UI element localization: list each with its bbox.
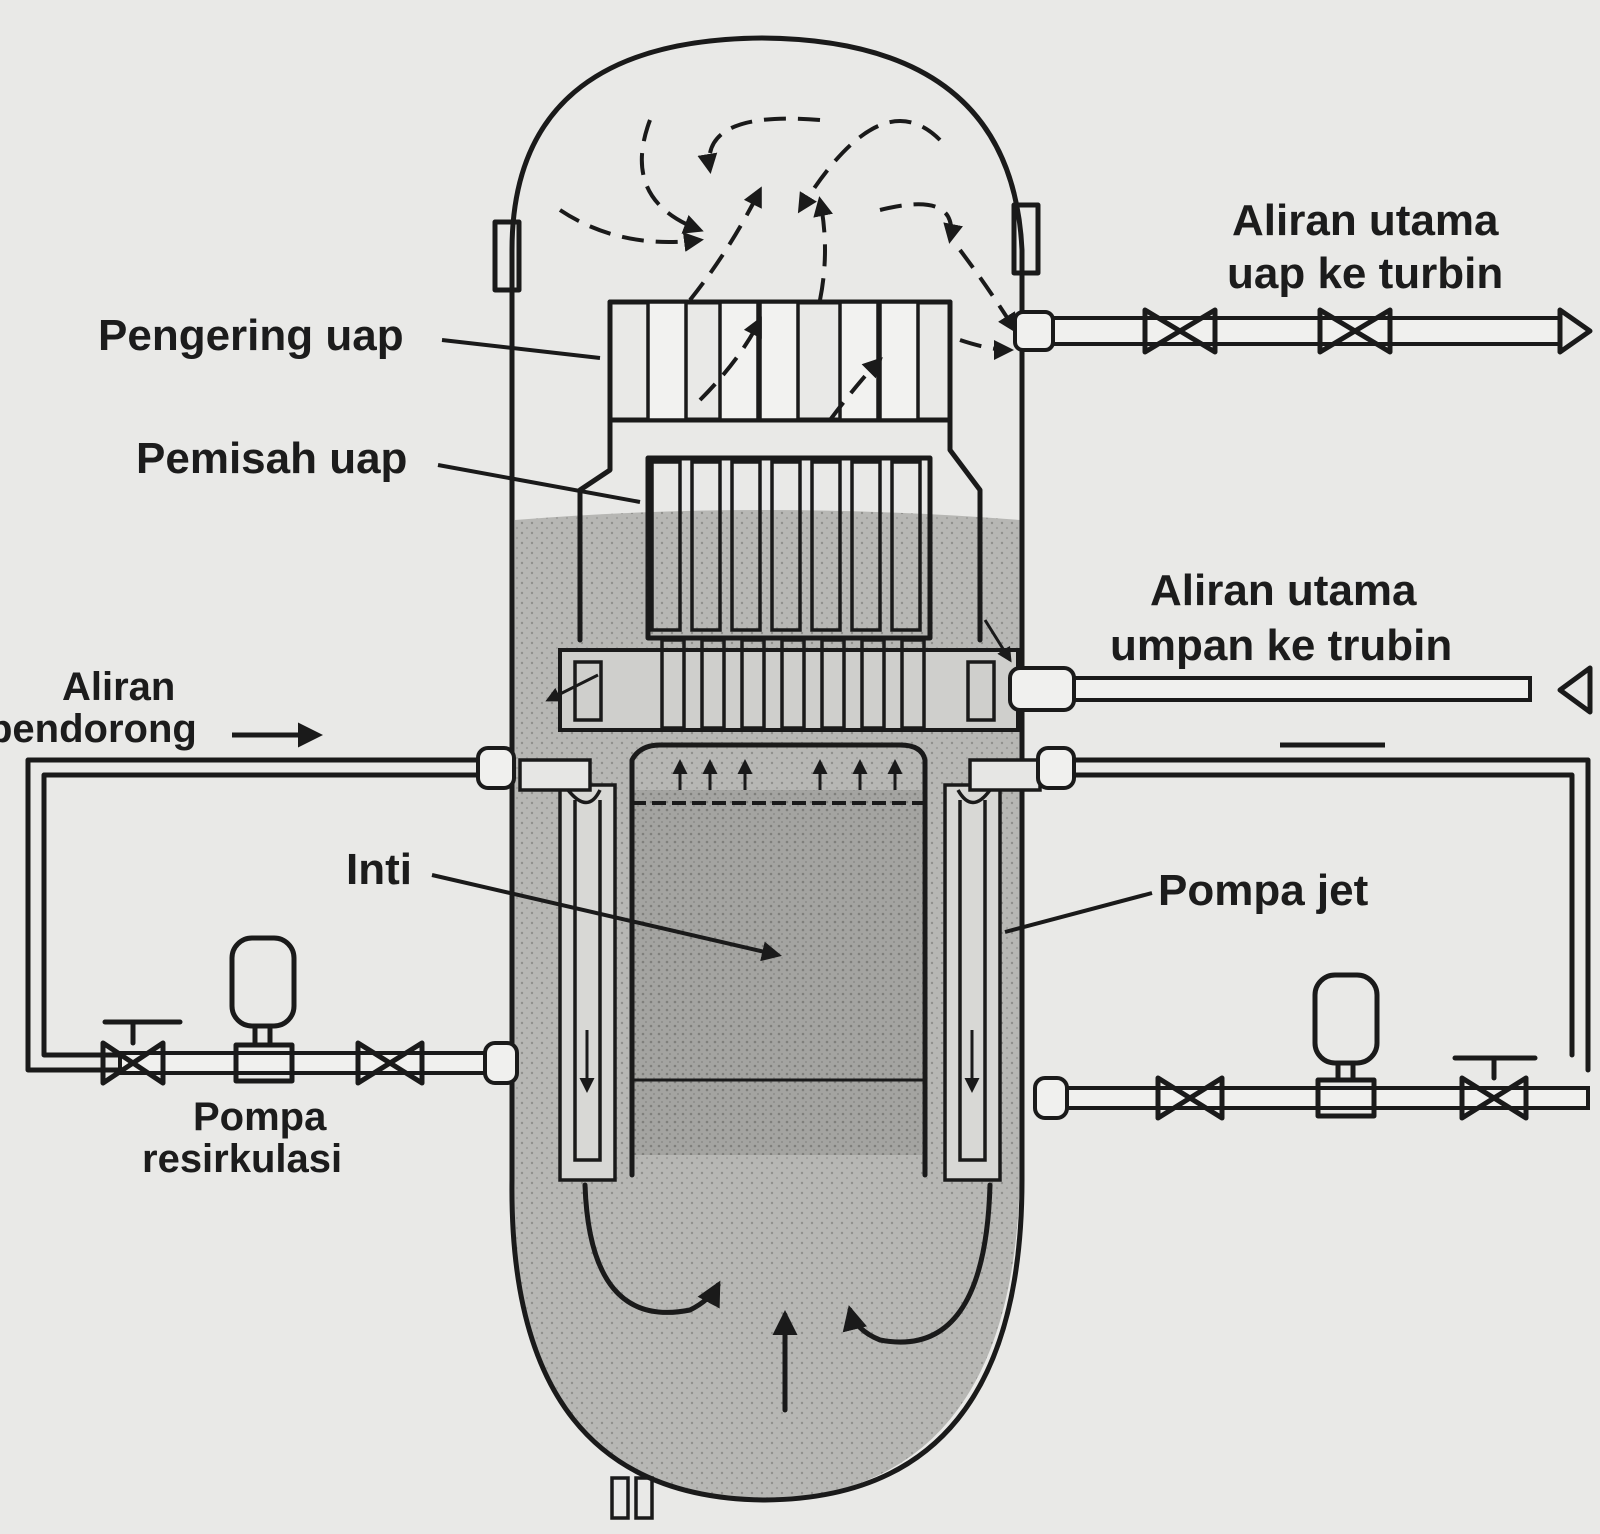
recirc-pump-left (229, 935, 297, 1084)
vessel-lug-right (1011, 202, 1041, 276)
bottom-nozzle-2 (634, 1476, 654, 1520)
steam-separator-assembly (645, 455, 933, 641)
recirc-valve-right-2 (1452, 1055, 1538, 1121)
label-drive-flow-line1: Aliran (62, 665, 175, 709)
label-recirc-pump-line1: Pompa (193, 1095, 327, 1139)
lower-plenum-flow-arrows (582, 1182, 993, 1413)
drive-flow-piping (25, 746, 1591, 1073)
bottom-nozzle-1 (610, 1476, 630, 1520)
label-feed-flow-line2: umpan ke trubin (1110, 621, 1452, 670)
label-steam-flow-line1: Aliran utama (1232, 196, 1499, 245)
recirc-pump-right (1312, 972, 1380, 1119)
steam-line-valve-1 (1142, 307, 1218, 355)
plenum-flow-arrows (672, 759, 903, 790)
steam-dome-flow-arrows (558, 116, 1018, 422)
main-feedwater-line (1008, 665, 1593, 715)
label-feed-flow-line1: Aliran utama (1150, 566, 1417, 615)
recirc-valve-left-1 (100, 1019, 183, 1086)
jet-pump-flow-arrows (579, 1030, 980, 1093)
label-core: Inti (346, 845, 412, 894)
dryer-side-arrows (545, 619, 1012, 702)
recirc-line-right (1033, 1076, 1590, 1120)
label-drive-flow-line2: pendorong (0, 707, 197, 751)
core-shroud (629, 787, 928, 1178)
recirc-valve-right-1 (1155, 1075, 1225, 1121)
standpipes (558, 638, 1020, 732)
main-steam-line (1013, 307, 1593, 355)
label-steam-separator: Pemisah uap (136, 434, 407, 483)
leader-lines (431, 338, 1153, 962)
label-recirc-pump-line2: resirkulasi (142, 1137, 342, 1181)
jet-pump-right (943, 758, 1042, 1182)
vessel-lug-left (492, 219, 522, 293)
recirc-valve-left-2 (355, 1040, 425, 1086)
label-steam-flow-line2: uap ke turbin (1227, 249, 1503, 298)
core-region (632, 790, 922, 1155)
jet-pump-left (518, 758, 617, 1182)
label-jet-pump: Pompa jet (1158, 866, 1369, 915)
upper-plenum (629, 742, 928, 793)
label-steam-dryer: Pengering uap (98, 311, 404, 360)
recirc-line-left (118, 1041, 519, 1085)
steam-line-valve-2 (1317, 307, 1393, 355)
reactor-vessel (509, 35, 1025, 1503)
